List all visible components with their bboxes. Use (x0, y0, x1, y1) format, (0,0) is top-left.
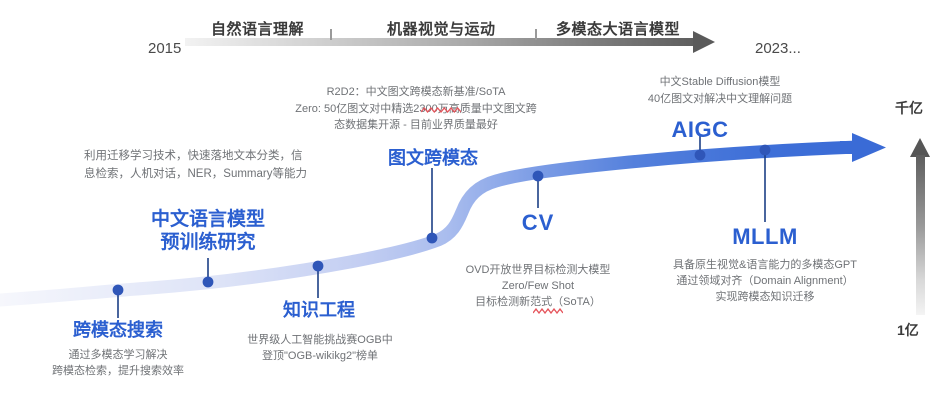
era-arrow-icon (693, 31, 715, 53)
era-tick-2 (535, 29, 537, 40)
node-title-chinese-lm-pretrain[interactable]: 中文语言模型 预训练研究 (133, 208, 283, 254)
annotation-r2d2-note-line2: Zero: 50亿图文对中精选2300万高质量中文图文跨 (295, 102, 537, 115)
node-title-line2: 预训练研究 (160, 232, 256, 254)
node-title-line1: 中文语言模型 (150, 209, 265, 230)
node-desc-line: 登顶"OGB-wikikg2"榜单 (262, 349, 378, 362)
node-desc-line: 实现跨模态知识迁移 (715, 290, 815, 303)
spellcheck-squiggle-cv (533, 308, 563, 314)
annotation-r2d2-note-line1: R2D2：中文图文跨模态新基准/SoTA (326, 86, 506, 98)
annotation-sd-note-line1: 中文Stable Diffusion模型 (659, 76, 781, 88)
era-label-nlu: 自然语言理解 (211, 21, 305, 38)
scale-label-bottom: 1亿 (897, 322, 919, 338)
node-desc-cross-modal-search: 通过多模态学习解决 跨模态检索，提升搜索效率 (43, 348, 193, 380)
node-desc-line: OVD开放世界目标检测大模型 (465, 264, 611, 276)
annotation-r2d2-note: R2D2：中文图文跨模态新基准/SoTA Zero: 50亿图文对中精选2300… (278, 84, 554, 134)
scale-label-top: 千亿 (895, 100, 923, 116)
node-title-knowledge-engineering[interactable]: 知识工程 (283, 300, 355, 320)
node-desc-knowledge-engineering: 世界级人工智能挑战赛OGB中 登顶"OGB-wikikg2"榜单 (238, 333, 402, 365)
spellcheck-squiggle-r2d2 (421, 107, 461, 113)
era-label-mllm: 多模态大语言模型 (556, 21, 681, 38)
annotation-nlp-note-line1: 利用迁移学习技术，快速落地文本分类，信 (84, 150, 303, 162)
era-tick-1 (330, 29, 332, 40)
annotation-sd-note: 中文Stable Diffusion模型 40亿图文对解决中文理解问题 (604, 74, 836, 107)
node-desc-cv: OVD开放世界目标检测大模型 Zero/Few Shot 目标检测新范式（SoT… (453, 263, 623, 311)
node-desc-line: 跨模态检索，提升搜索效率 (52, 364, 184, 377)
node-title-image-text-cross-modal[interactable]: 图文跨模态 (388, 148, 478, 168)
era-gradient-bar (185, 38, 695, 46)
node-title-aigc[interactable]: AIGC (671, 117, 729, 142)
annotation-nlp-note-line2: 息检索，人机对话，NER，Summary等能力 (84, 167, 307, 180)
annotation-r2d2-note-line3: 态数据集开源 - 目前业界质量最好 (334, 119, 498, 131)
scale-arrow-icon (910, 138, 930, 157)
node-desc-line: Zero/Few Shot (501, 279, 575, 292)
node-desc-line: 通过领域对齐（Domain Alignment） (676, 274, 854, 287)
timeline-end-year: 2023... (755, 40, 801, 57)
node-desc-line: 通过多模态学习解决 (68, 349, 168, 361)
node-title-mllm[interactable]: MLLM (732, 224, 798, 249)
timeline-start-year: 2015 (148, 40, 182, 57)
annotation-sd-note-line2: 40亿图文对解决中文理解问题 (647, 92, 793, 105)
scale-gradient-bar (916, 155, 925, 315)
era-label-cv: 机器视觉与运动 (387, 21, 496, 38)
node-desc-mllm: 具备原生视觉&语言能力的多模态GPT 通过领域对齐（Domain Alignme… (653, 258, 877, 306)
node-title-cross-modal-search[interactable]: 跨模态搜索 (73, 320, 163, 340)
node-desc-line: 世界级人工智能挑战赛OGB中 (247, 334, 393, 346)
node-title-cv[interactable]: CV (521, 210, 555, 235)
node-desc-line: 目标检测新范式（SoTA） (475, 295, 601, 308)
node-desc-line: 具备原生视觉&语言能力的多模态GPT (673, 259, 857, 271)
annotation-nlp-note: 利用迁移学习技术，快速落地文本分类，信 息检索，人机对话，NER，Summary… (84, 148, 307, 184)
